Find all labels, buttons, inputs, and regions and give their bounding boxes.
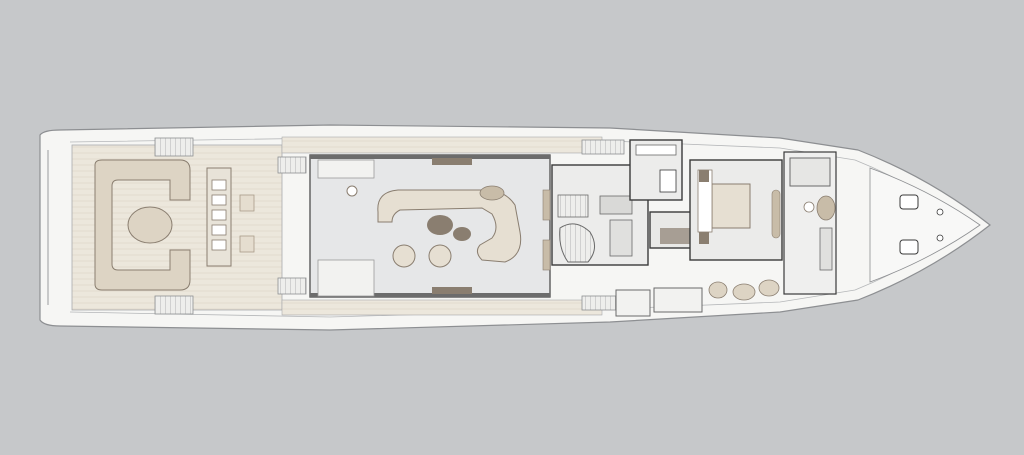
- port-mid-stairs: [277, 156, 307, 174]
- crew-wc: [653, 287, 703, 313]
- lounge-chair: [732, 283, 756, 301]
- salon-pouf: [479, 185, 505, 201]
- bar-stool: [211, 209, 227, 221]
- crew-locker: [660, 228, 690, 244]
- bollard: [936, 234, 944, 242]
- anchor-windlass-icon: [899, 239, 919, 255]
- window-console: [432, 287, 472, 294]
- window-console: [432, 158, 472, 165]
- galley-hob: [659, 169, 677, 193]
- aft-deck: [71, 137, 283, 315]
- aft-side-table: [239, 194, 255, 212]
- bed-icon: [711, 183, 751, 229]
- salon-wall-bottom: [310, 293, 550, 297]
- bow-deck: [869, 167, 981, 283]
- salon-lamp: [346, 185, 358, 197]
- armchair-icon: [428, 244, 452, 268]
- armchair-icon: [392, 244, 416, 268]
- lobby-storage: [609, 219, 633, 257]
- bedside-table: [699, 232, 709, 244]
- aft-table: [127, 206, 173, 244]
- side-decks: [277, 136, 625, 316]
- aft-side-table: [239, 235, 255, 253]
- forward-zone: [783, 151, 981, 295]
- fwd-chair: [816, 195, 836, 221]
- owner-suite: [689, 159, 783, 301]
- spiral-stair-icon: [559, 223, 595, 263]
- bar-stool: [211, 224, 227, 236]
- bar-stool: [211, 239, 227, 251]
- sun-lounge-icon: [94, 159, 191, 291]
- lobby-stair-upper: [557, 194, 589, 218]
- port-aft-stairs: [154, 137, 194, 157]
- salon-side-table: [453, 227, 471, 241]
- lobby-storage: [599, 195, 633, 215]
- port-side-deck: [281, 136, 603, 154]
- bar-stools: [211, 179, 227, 251]
- galley-counter: [635, 144, 677, 156]
- fwd-table: [803, 201, 815, 213]
- salon-coffee-table: [427, 215, 453, 235]
- bar-stool: [211, 194, 227, 206]
- fwd-storage: [819, 227, 833, 271]
- stbd-aft-stairs: [154, 295, 194, 315]
- salon-column: [542, 189, 551, 221]
- fwd-cabin-berth: [789, 157, 831, 187]
- galley: [615, 139, 703, 317]
- stbd-mid-stairs: [277, 277, 307, 295]
- lounge-chair: [708, 281, 728, 299]
- salon-entry-block: [317, 259, 375, 297]
- suite-sofa: [771, 189, 781, 239]
- bar-stool: [211, 179, 227, 191]
- lounge-seats: [708, 279, 780, 301]
- salon-entry-block: [317, 159, 375, 179]
- fwd-port-stairs: [581, 139, 625, 155]
- lounge-chair: [758, 279, 780, 297]
- bedside-table: [699, 170, 709, 182]
- stbd-side-deck: [281, 299, 603, 316]
- bollard: [936, 208, 944, 216]
- anchor-windlass-icon: [899, 194, 919, 210]
- main-salon: [309, 154, 551, 298]
- crew-wc: [615, 289, 651, 317]
- salon-wall-top: [310, 155, 550, 159]
- salon-column: [542, 239, 551, 271]
